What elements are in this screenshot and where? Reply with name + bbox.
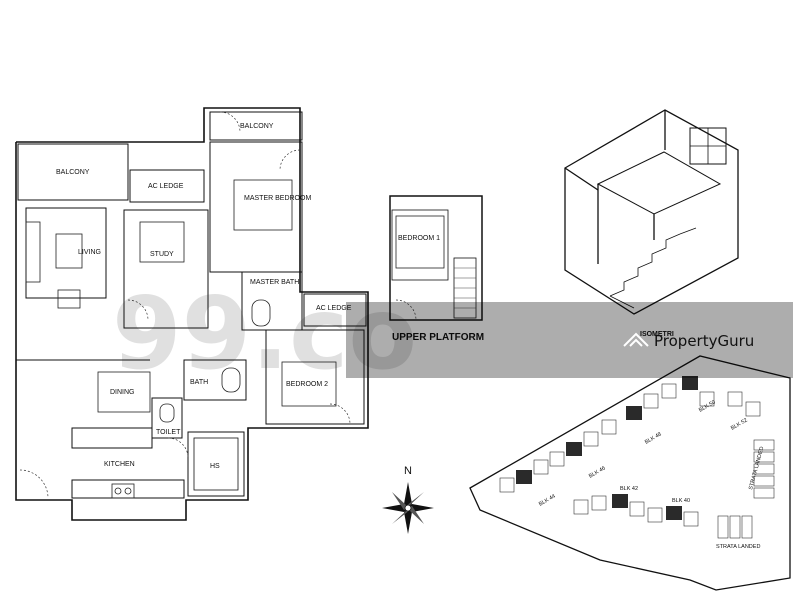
label-ac-ledge-top: AC LEDGE	[148, 183, 184, 190]
isometric-view	[564, 109, 739, 315]
label-kitchen: KITCHEN	[104, 461, 135, 468]
label-balcony-left: BALCONY	[56, 169, 90, 176]
site-block-label: BLK 42	[620, 486, 638, 492]
watermark-propertyguru: PropertyGuru	[346, 302, 793, 378]
label-living: LIVING	[78, 249, 101, 256]
propertyguru-logo-text: PropertyGuru	[654, 332, 754, 350]
watermark-99co-text: 99.co	[112, 275, 417, 392]
label-ac-ledge-mid: AC LEDGE	[316, 305, 352, 312]
label-bedroom1: BEDROOM 1	[398, 235, 440, 242]
upper-platform-plan: BEDROOM 1 UPPER PLATFORM	[389, 195, 484, 343]
furniture	[25, 179, 445, 499]
upper-platform-label: UPPER PLATFORM	[392, 332, 484, 343]
compass-north-label: N	[404, 465, 412, 477]
isometric-label: ISOMETRI	[640, 331, 674, 338]
label-master-bath: MASTER BATH	[250, 279, 299, 286]
label-dining: DINING	[110, 389, 135, 396]
site-strata-label: STRATA LANDED	[716, 544, 760, 550]
door-swings	[19, 111, 417, 499]
site-plan: BLK 44 BLK 46 BLK 48 BLK 50 BLK 52 BLK 4…	[469, 355, 791, 591]
label-bedroom2: BEDROOM 2	[286, 381, 328, 388]
label-study: STUDY	[150, 251, 174, 258]
room-labels: BALCONY AC LEDGE BALCONY MASTER BEDROOM …	[56, 123, 352, 470]
propertyguru-logo-icon	[623, 332, 649, 347]
label-balcony-top: BALCONY	[240, 123, 274, 130]
compass-icon: N	[382, 465, 434, 534]
label-bath: BATH	[190, 379, 208, 386]
main-floorplan	[15, 107, 369, 521]
watermark-99co: 99.co	[112, 275, 417, 392]
site-block-label: BLK 40	[672, 498, 690, 504]
label-toilet: TOILET	[156, 429, 181, 436]
label-hs: HS	[210, 463, 220, 470]
label-master-bedroom: MASTER BEDROOM	[244, 195, 311, 202]
